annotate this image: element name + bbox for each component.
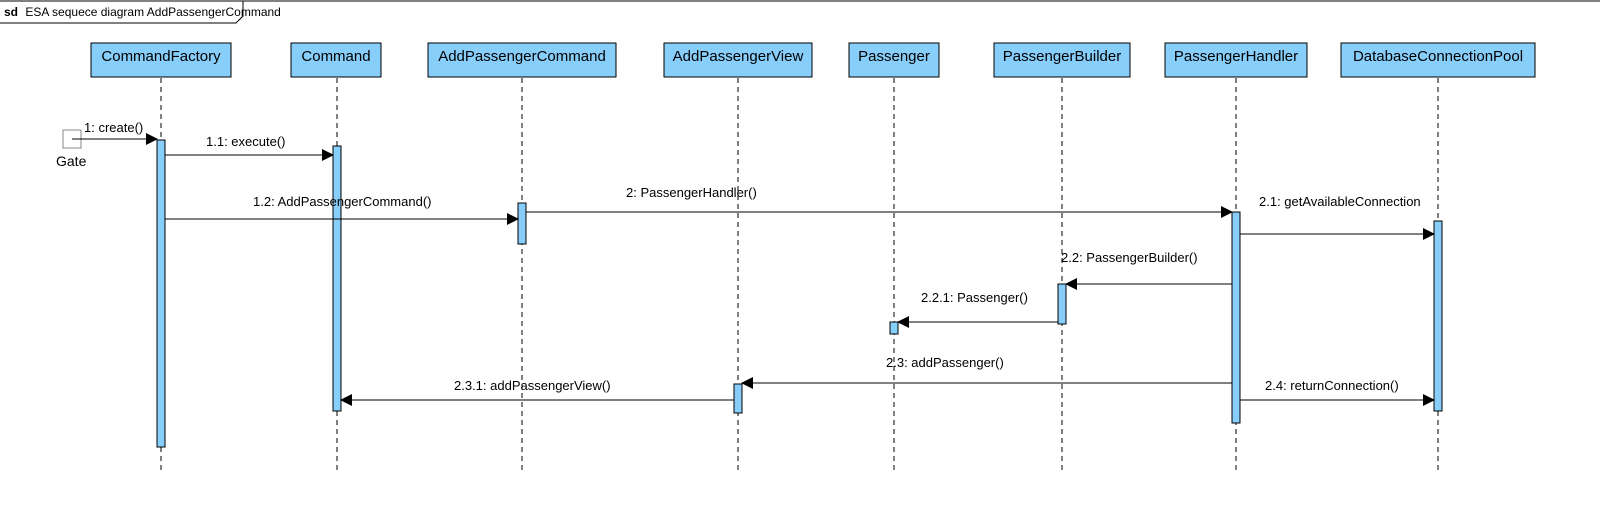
lifeline-name: AddPassengerView: [673, 48, 804, 65]
lifeline-box: [1164, 42, 1308, 78]
lifeline-name: DatabaseConnectionPool: [1353, 48, 1523, 65]
lifeline-passengerbuilder[interactable]: PassengerBuilder: [993, 42, 1131, 470]
lifeline-name: CommandFactory: [101, 48, 221, 65]
lifeline-addpassengercommand[interactable]: AddPassengerCommand: [427, 42, 617, 470]
svg-text:sd ESA sequece diagram A: sd ESA sequece diagram AddPassengerComma…: [4, 5, 281, 19]
lifeline-name: AddPassengerCommand: [438, 48, 606, 65]
message-label: 2.4: returnConnection(): [1265, 378, 1399, 393]
message-passenger[interactable]: 2.2.1: Passenger(): [897, 290, 1058, 328]
message-label: 1: create(): [84, 120, 143, 135]
gate-label: Gate: [56, 153, 87, 169]
frame-keyword: sd: [4, 5, 18, 19]
gate[interactable]: Gate: [56, 129, 87, 169]
lifeline-box: [848, 42, 940, 78]
message-execute[interactable]: 1.1: execute(): [165, 134, 334, 161]
lifeline-box: [90, 42, 232, 78]
message-passengerhandler[interactable]: 2: PassengerHandler(): [526, 185, 1233, 218]
lifeline-passenger[interactable]: Passenger: [848, 42, 940, 470]
lifeline-box: [427, 42, 617, 78]
message-passengerbuilder[interactable]: 2.2: PassengerBuilder(): [1061, 250, 1232, 290]
messages: 1: create() 1.1: execute() 1.2: AddPasse…: [72, 120, 1435, 406]
message-label: 2.1: getAvailableConnection: [1259, 194, 1421, 209]
message-label: 1.1: execute(): [206, 134, 286, 149]
activation-passengerbuilder[interactable]: [1057, 283, 1067, 325]
activation-passengerhandler[interactable]: [1231, 211, 1241, 424]
lifeline-box: [290, 42, 382, 78]
message-getavailableconnection[interactable]: 2.1: getAvailableConnection: [1240, 194, 1435, 240]
message-create[interactable]: 1: create(): [72, 120, 158, 145]
activation-command[interactable]: [332, 145, 342, 412]
message-label: 1.2: AddPassengerCommand(): [253, 194, 431, 209]
message-label: 2.2.1: Passenger(): [921, 290, 1028, 305]
activation-commandfactory[interactable]: [156, 139, 166, 448]
activation-passenger[interactable]: [889, 321, 899, 335]
lifelines: CommandFactory Command AddPassengerComma…: [90, 42, 1536, 470]
lifeline-name: Passenger: [858, 48, 930, 65]
activation-databaseconnectionpool[interactable]: [1433, 220, 1443, 412]
message-addpassengerview[interactable]: 2.3.1: addPassengerView(): [340, 378, 734, 406]
lifeline-box: [1340, 42, 1536, 78]
message-addpassenger[interactable]: 2.3: addPassenger(): [741, 355, 1232, 389]
lifeline-name: PassengerHandler: [1174, 48, 1298, 65]
lifeline-command[interactable]: Command: [290, 42, 382, 470]
message-label: 2.3.1: addPassengerView(): [454, 378, 611, 393]
message-label: 2.3: addPassenger(): [886, 355, 1004, 370]
lifeline-box: [663, 42, 813, 78]
activations: [156, 139, 1443, 448]
lifeline-box: [993, 42, 1131, 78]
frame-tab: [0, 0, 244, 24]
lifeline-commandfactory[interactable]: CommandFactory: [90, 42, 232, 470]
message-label: 2.2: PassengerBuilder(): [1061, 250, 1198, 265]
message-returnconnection[interactable]: 2.4: returnConnection(): [1240, 378, 1435, 406]
frame-title: ESA sequece diagram AddPassengerCommand: [25, 5, 281, 19]
activation-addpassengerview[interactable]: [733, 383, 743, 414]
diagram-frame: sd ESA sequece diagram AddPassengerComma…: [0, 0, 1600, 24]
message-addpassengercommand[interactable]: 1.2: AddPassengerCommand(): [165, 194, 519, 225]
lifeline-name: PassengerBuilder: [1003, 48, 1121, 65]
activation-addpassengercommand[interactable]: [517, 202, 527, 245]
lifeline-name: Command: [301, 48, 370, 65]
message-label: 2: PassengerHandler(): [626, 185, 757, 200]
lifeline-addpassengerview[interactable]: AddPassengerView: [663, 42, 813, 470]
